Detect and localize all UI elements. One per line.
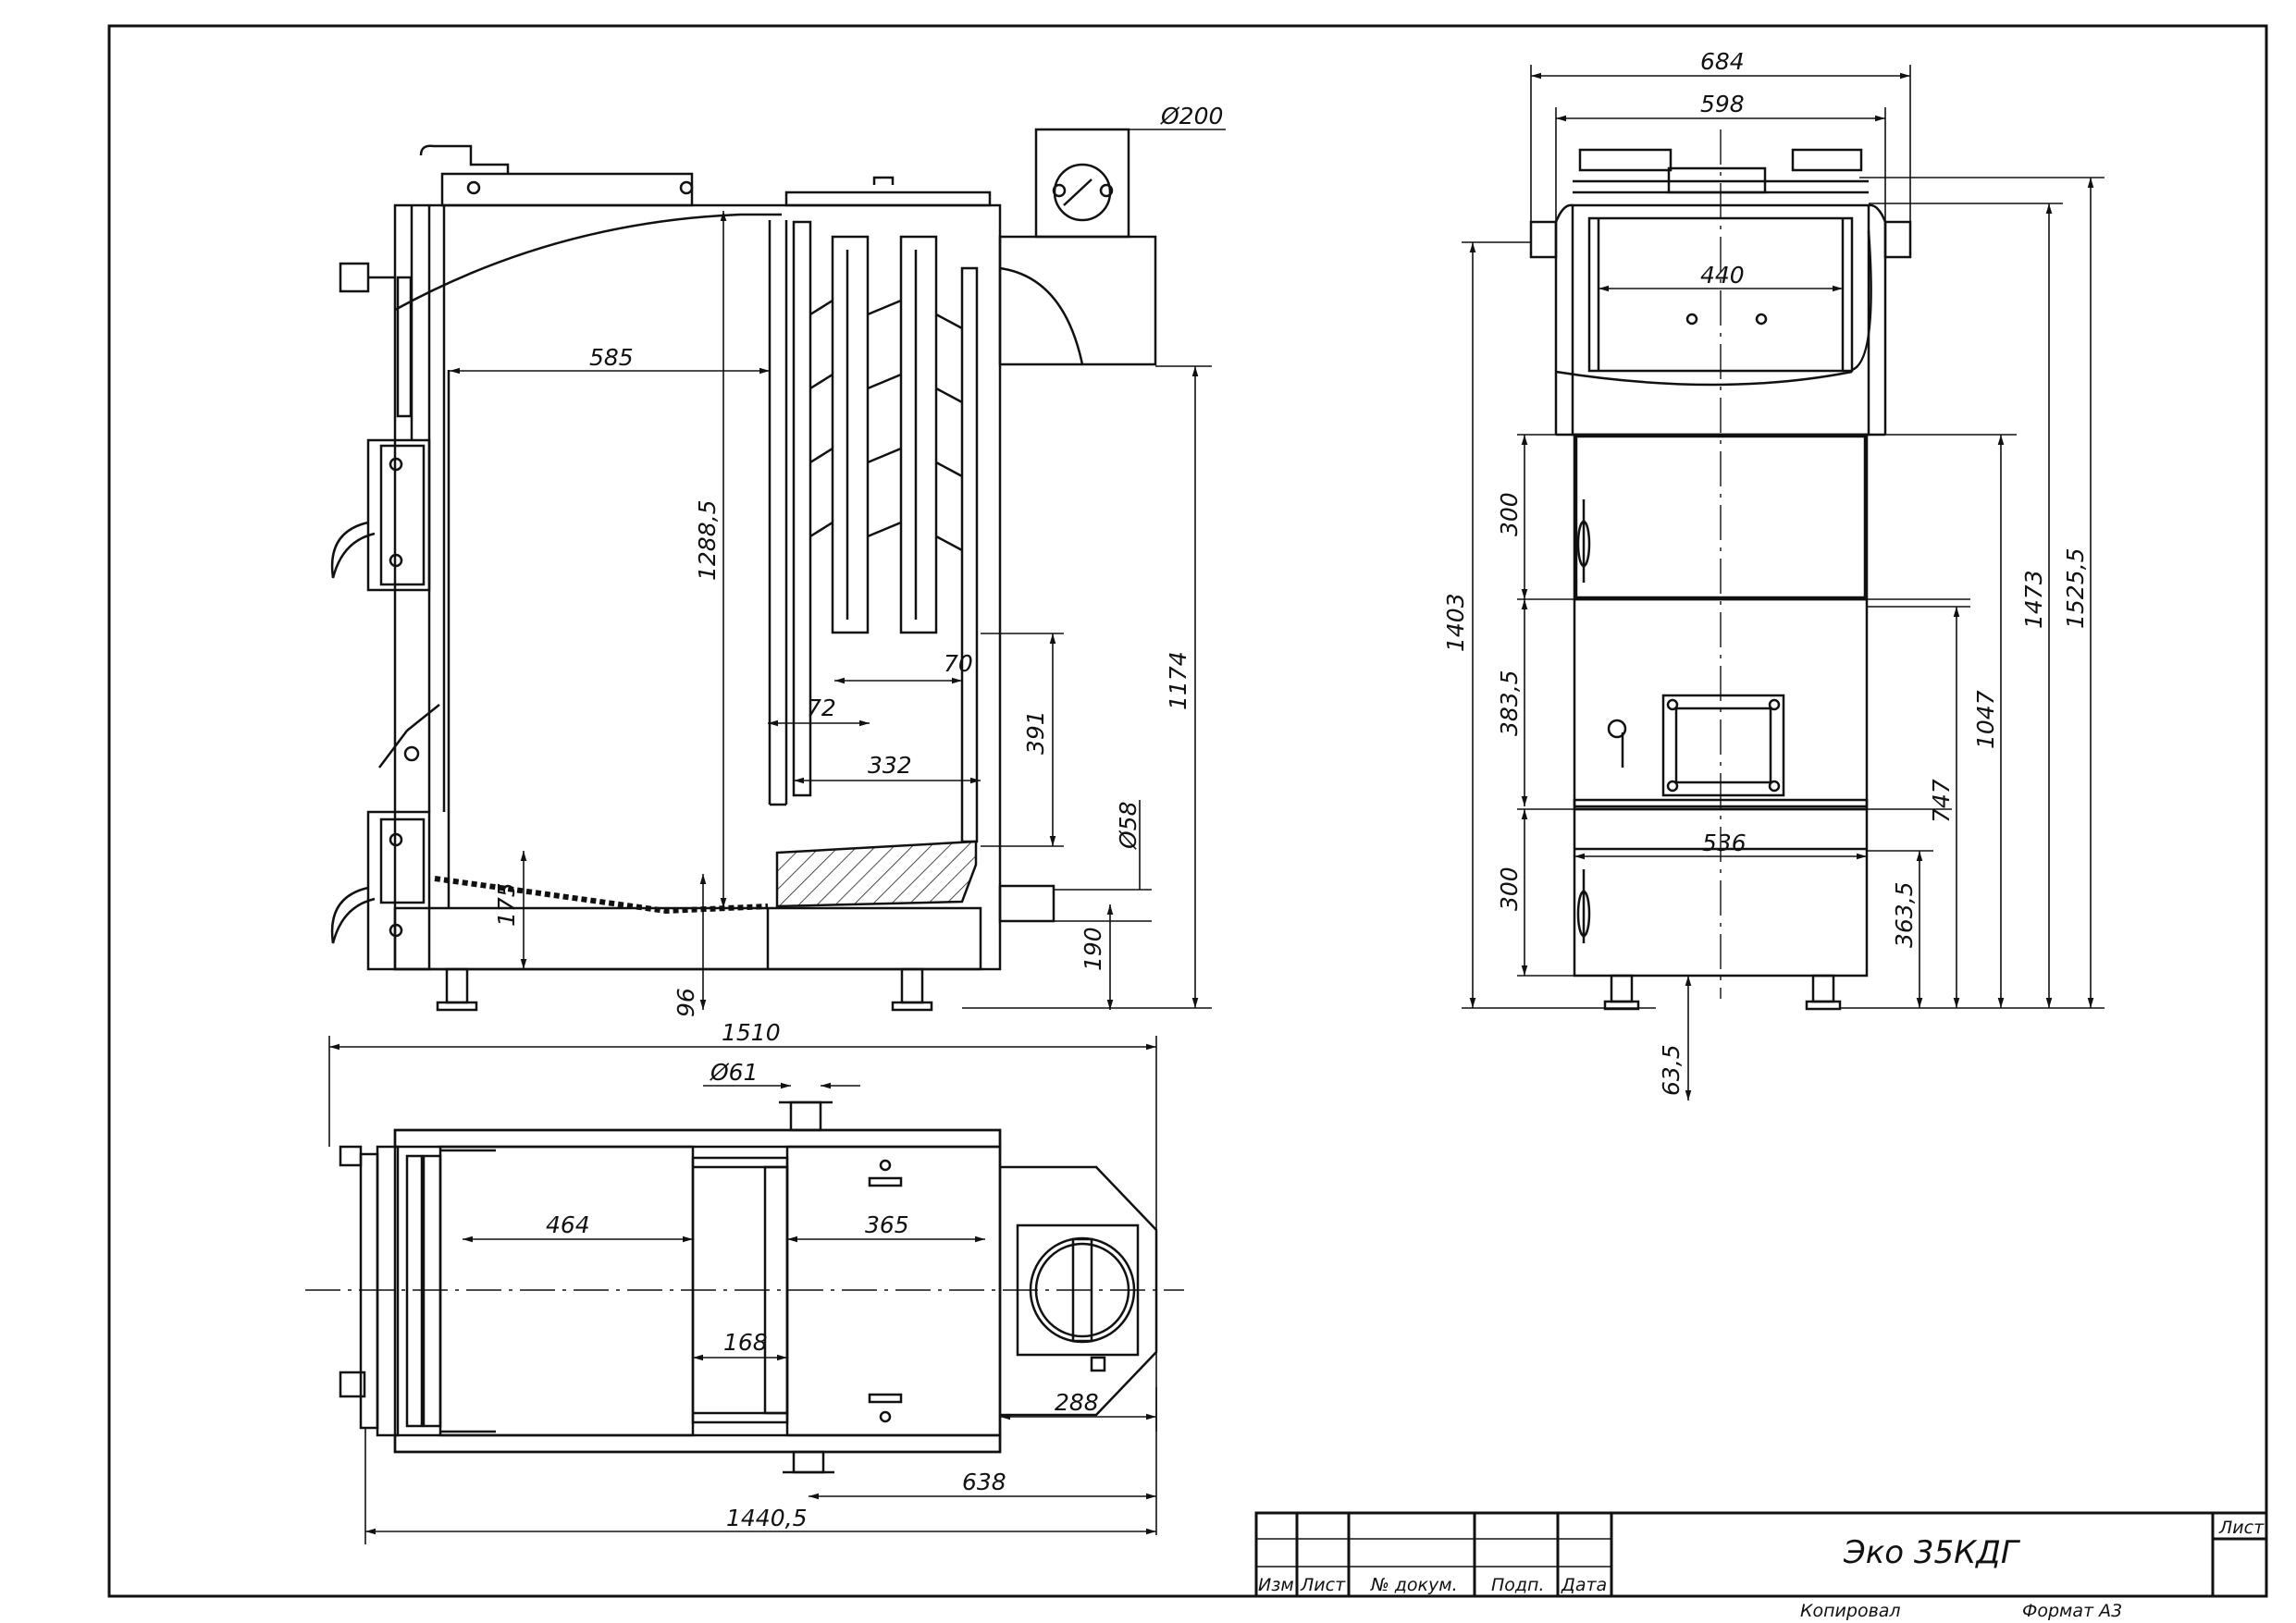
dim-1473: 1473: [2020, 570, 2047, 629]
dim-1047: 1047: [1972, 690, 1999, 749]
dim-1510: 1510: [722, 1019, 781, 1046]
title-block: [1254, 1511, 2268, 1598]
dim-1525: 1525,5: [2062, 548, 2089, 629]
top-chimney: [1000, 1165, 1158, 1417]
dim-332: 332: [868, 752, 912, 779]
sheet-frame: [107, 24, 2268, 1598]
format-label: Формат А3: [2022, 1601, 2122, 1621]
side-grate: [434, 876, 769, 915]
front-view: [1529, 148, 1912, 1011]
side-foot-right: [900, 967, 924, 1004]
front-view-dims: [1462, 65, 2105, 1100]
col-izm: Изм: [1258, 1575, 1294, 1595]
top-knob-upper: [339, 1145, 363, 1167]
dim-1440: 1440,5: [726, 1505, 807, 1531]
top-firebox: [438, 1145, 695, 1437]
top-view: [339, 1100, 1158, 1474]
side-view-dim-labels: Ø200 585 1288,5 1174 70 72 391 332 Ø58 1…: [493, 103, 1223, 1017]
dim-440: 440: [1700, 262, 1745, 289]
side-view-dims: [450, 129, 1226, 1010]
exchanger-tube-4: [960, 266, 979, 843]
top-exchanger: [785, 1145, 1002, 1437]
dim-190: 190: [1080, 927, 1106, 971]
col-doc: № докум.: [1370, 1575, 1458, 1595]
dim-391: 391: [1022, 710, 1049, 755]
title-product-name: Эко 35КДГ: [1843, 1534, 2021, 1571]
side-view: [330, 128, 1157, 1012]
front-view-dim-labels: 684 598 440 536 300 1403 383,5 300 63,5 …: [1442, 48, 2089, 1096]
side-base: [393, 906, 982, 971]
dim-d58: Ø58: [1115, 802, 1142, 851]
top-pipe-upper: [789, 1100, 822, 1132]
ash-pan: [775, 840, 978, 908]
dim-d61: Ø61: [710, 1059, 759, 1086]
dim-300-lower: 300: [1496, 867, 1523, 911]
top-body: [393, 1128, 1002, 1454]
dim-585: 585: [589, 344, 634, 371]
dim-1403: 1403: [1442, 593, 1469, 652]
dim-363: 363,5: [1891, 881, 1918, 948]
col-date: Дата: [1561, 1575, 1607, 1595]
side-foot-left: [445, 967, 469, 1004]
dim-1174: 1174: [1165, 651, 1191, 710]
dim-72: 72: [807, 695, 836, 721]
top-knob-lower: [339, 1371, 366, 1398]
exchanger-tube-1: [792, 220, 812, 797]
exchanger-tube-2: [831, 235, 870, 634]
dim-63: 63,5: [1658, 1044, 1685, 1096]
col-podp: Подп.: [1491, 1575, 1545, 1595]
dim-70: 70: [944, 650, 973, 677]
front-peephole: [1661, 694, 1785, 797]
dim-365: 365: [865, 1211, 909, 1238]
title-block-text: Эко 35КДГ Лист Изм Лист № докум. Подп. Д…: [1258, 1518, 2265, 1621]
dim-d200: Ø200: [1160, 103, 1223, 129]
dim-536: 536: [1702, 830, 1747, 856]
dim-175: 175: [493, 882, 520, 927]
dim-747: 747: [1928, 779, 1955, 823]
exchanger-tube-3: [899, 235, 938, 634]
dim-168: 168: [723, 1329, 768, 1356]
side-door-upper: [366, 438, 431, 592]
dim-300-upper: 300: [1496, 492, 1523, 536]
top-view-dims: [328, 1036, 1157, 1544]
col-list: Лист: [1300, 1575, 1346, 1595]
dim-464: 464: [546, 1211, 590, 1238]
dim-598: 598: [1700, 91, 1745, 117]
dim-96: 96: [673, 988, 699, 1017]
copied-label: Копировал: [1800, 1601, 1901, 1621]
dim-288: 288: [1055, 1389, 1099, 1416]
dim-684: 684: [1700, 48, 1745, 75]
side-door-lower: [366, 810, 431, 971]
dim-383: 383,5: [1496, 670, 1523, 736]
dim-1288: 1288,5: [694, 500, 721, 581]
top-view-dim-labels: 1510 Ø61 464 365 168 288 638 1440,5: [546, 1019, 1099, 1531]
title-sheet-label: Лист: [2218, 1518, 2265, 1538]
dim-638: 638: [962, 1469, 1006, 1495]
top-pipe-lower: [792, 1450, 825, 1474]
